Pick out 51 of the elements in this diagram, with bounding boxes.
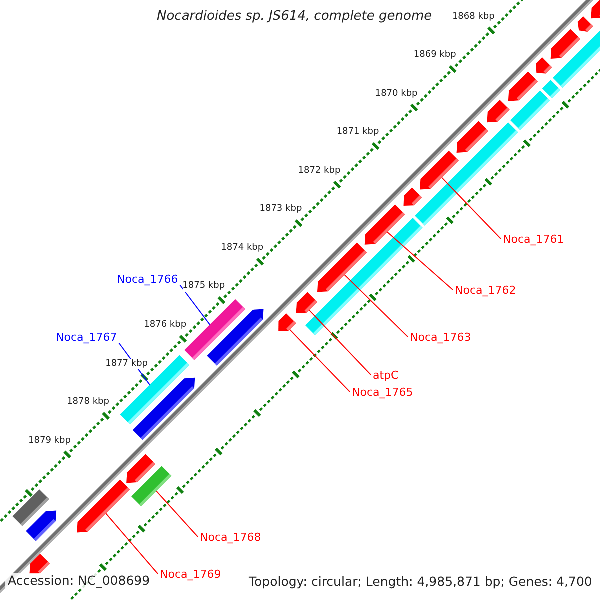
gene-block (296, 292, 318, 314)
gene-block (591, 0, 600, 19)
gene-block (536, 58, 552, 74)
gene-label: Noca_1769 (160, 568, 222, 582)
scale-label: 1876 kbp (144, 320, 187, 331)
gene-block (126, 454, 156, 484)
scale-label: 1873 kbp (260, 204, 302, 216)
leader-line (156, 490, 198, 538)
leader-line (441, 177, 502, 240)
gene-label: Noca_1767 (56, 331, 118, 344)
scale-label: 1869 kbp (414, 50, 456, 61)
gene-block (542, 80, 561, 99)
scale-label: 1875 kbp (182, 281, 226, 292)
gene-block (487, 100, 510, 123)
gene-block (77, 480, 130, 533)
scale-label: 1874 kbp (221, 242, 264, 254)
title: Nocardioides sp. JS614, complete genome (157, 9, 432, 25)
leader-line (344, 274, 408, 338)
gene-block (415, 122, 518, 226)
gene-label: atpC (373, 369, 399, 382)
scale-label: 1879 kbp (28, 436, 71, 446)
gene-block (207, 309, 264, 366)
gene-block (132, 378, 196, 440)
gene-block (30, 554, 50, 574)
leader-line (308, 310, 372, 376)
gene-label: Noca_1765 (352, 386, 414, 400)
scale-label: 1868 kbp (452, 12, 495, 22)
gene-block (278, 314, 296, 332)
gene-block (404, 188, 422, 206)
scale-label: 1878 kbp (67, 397, 110, 408)
scale-label: 1872 kbp (298, 166, 341, 177)
scale-label: 1877 kbp (106, 358, 148, 370)
scale-label: 1870 kbp (375, 88, 418, 100)
gene-label: Noca_1762 (455, 284, 516, 298)
gene-label: Noca_1763 (410, 331, 472, 344)
gene-block (550, 29, 581, 59)
scale-label: 1871 kbp (336, 127, 380, 138)
gene-block (552, 30, 600, 88)
gene-label: Noca_1761 (503, 233, 564, 246)
leader-line (289, 329, 350, 392)
gene-block (508, 72, 538, 102)
gene-label: Noca_1768 (200, 531, 262, 544)
gene-block (456, 121, 489, 153)
gene-block (26, 510, 57, 542)
leader-line (180, 284, 210, 326)
gene-block (510, 90, 550, 130)
gene-block (578, 16, 594, 32)
leader-line (387, 232, 454, 290)
gene-label: Noca_1766 (117, 273, 178, 286)
genome-info: Topology: circular; Length: 4,985,871 bp; Genes: 4,700 (249, 574, 592, 589)
leader-line (106, 513, 158, 574)
